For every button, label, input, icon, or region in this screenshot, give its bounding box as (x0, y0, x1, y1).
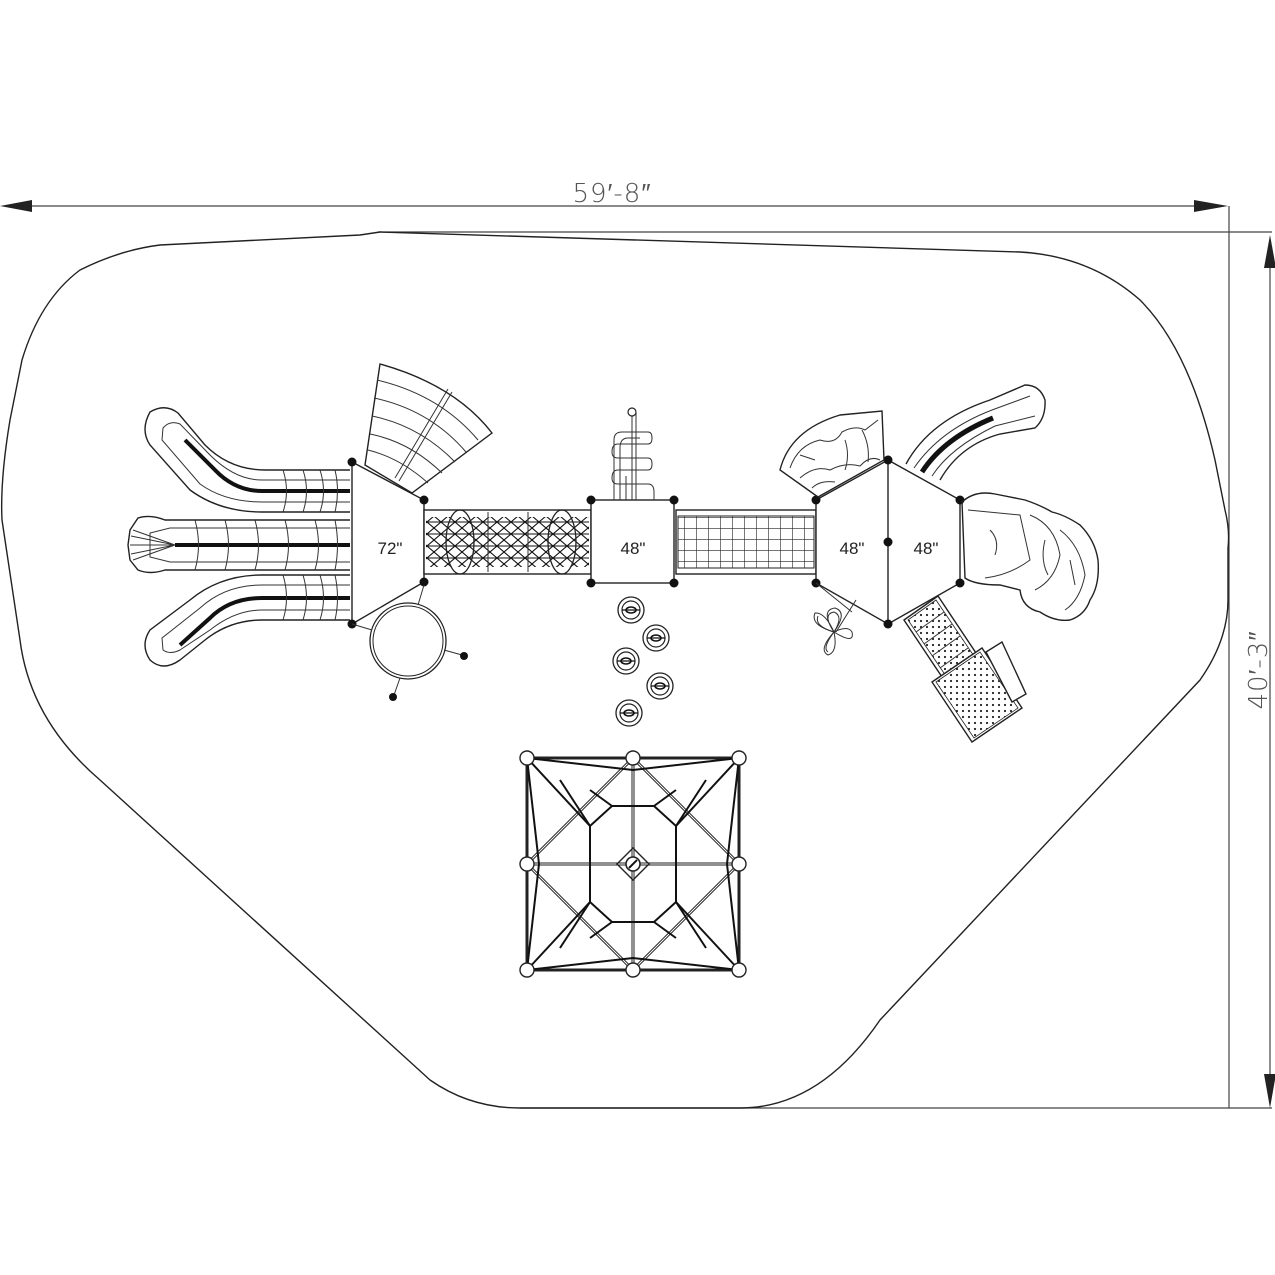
slide-bottom (144, 574, 350, 667)
height-dimension (378, 231, 1275, 1109)
stepping-pods (612, 596, 674, 727)
deck-48-hex-right-label: 48" (914, 539, 939, 558)
deck-48-hex-left-label: 48" (840, 539, 865, 558)
fan-climber (364, 363, 493, 494)
zigzag-climber (611, 407, 655, 500)
left-slides (127, 407, 350, 667)
height-dimension-label: 40′-3″ (1244, 630, 1274, 709)
stepping-pod (646, 672, 674, 700)
deck-72: 72" (347, 457, 429, 629)
stepping-pod (615, 699, 643, 727)
pyramid-net (519, 750, 747, 978)
stepping-pod (612, 647, 640, 675)
safety-zone-boundary (0, 231, 1230, 1109)
slide-middle (127, 515, 350, 574)
stepping-pod (617, 596, 645, 624)
boulder-climber (961, 492, 1100, 622)
slide-top (144, 407, 350, 513)
width-dimension (0, 200, 1230, 1108)
clover-climber (813, 582, 857, 656)
ring-climber (351, 584, 468, 701)
perforated-stairs (903, 595, 1027, 743)
hex-decks: 48" 48" (811, 455, 965, 629)
net-tunnel-bridge (423, 509, 592, 575)
rock-wall-top (779, 410, 885, 498)
width-dimension-label: 59′-8″ (572, 179, 651, 209)
deck-48-center: 48" (586, 495, 679, 588)
deck-72-label: 72" (378, 539, 403, 558)
grid-bridge (675, 509, 817, 575)
deck-48-center-label: 48" (621, 539, 646, 558)
stepping-pod (642, 624, 670, 652)
slide-right (905, 384, 1046, 481)
